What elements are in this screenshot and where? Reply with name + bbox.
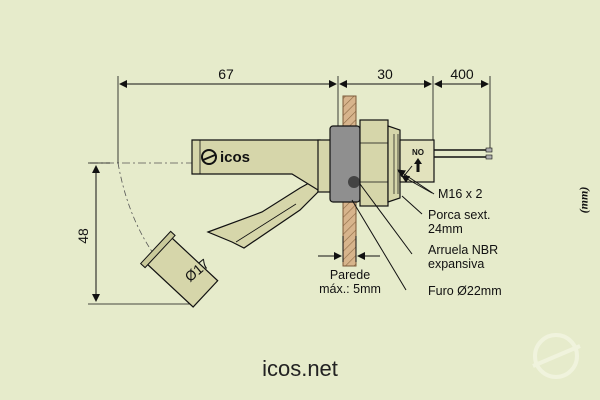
up-arrow-icon [414,158,422,172]
wire-end-a [485,147,493,153]
washer-dot [348,176,360,188]
device-logo-text: icos [220,149,250,166]
dim-48: 48 [75,228,91,244]
wall-label-line2: máx.: 5mm [319,282,381,296]
units-label: (mm) [576,186,591,214]
hole-label: Furo Ø22mm [428,284,502,298]
icos-logo-icon [201,149,217,165]
footer-site: icos.net [262,356,338,381]
callout-leaders [351,165,435,291]
thread-marks [393,134,399,194]
nut-marking-text: NO [412,148,424,157]
float-arm [206,176,319,249]
nut-label-line1: Porca sext. [428,208,491,222]
nut-label-line2: 24mm [428,222,463,236]
washer-label-line2: expansiva [428,257,484,271]
hex-nut [359,119,389,207]
thread-leader [401,175,433,194]
float-body [139,230,219,308]
thread-label: M16 x 2 [438,187,483,201]
upper-body [191,139,321,192]
washer-label-line1: Arruela NBR [428,243,498,257]
wall-label-line1: Parede [330,268,370,282]
extension-lines [88,76,491,305]
float-arm-inner [235,203,297,243]
dim-67: 67 [218,66,234,82]
lead-wires [434,149,492,158]
wall-dimension [318,236,380,262]
wire-end-b [485,154,493,160]
watermark-logo-icon [532,333,581,379]
dim-30: 30 [377,66,393,82]
dimension-lines [92,80,489,302]
nbr-washer [329,125,361,203]
dim-400: 400 [450,66,474,82]
